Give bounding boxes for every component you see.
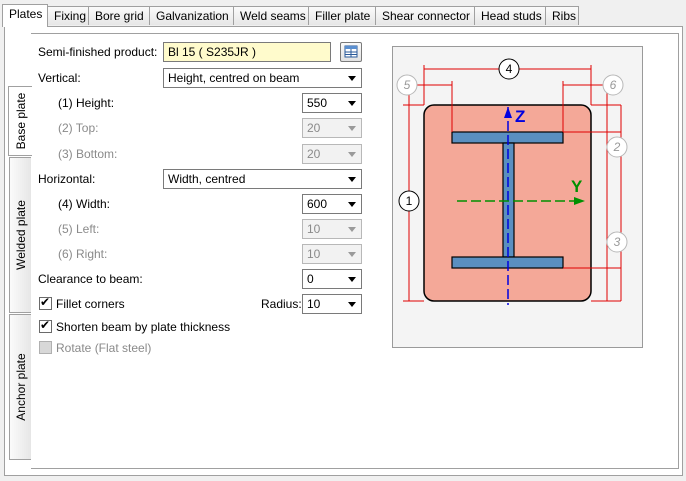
chevron-down-icon <box>348 202 356 207</box>
right-select[interactable]: 10 <box>302 244 362 264</box>
left-label: (5) Left: <box>58 222 100 236</box>
y-axis-label: Y <box>571 177 583 196</box>
table-icon <box>344 45 358 58</box>
bottom-value: 20 <box>307 147 321 161</box>
horizontal-label: Horizontal: <box>38 172 96 186</box>
tab-bar: Plates Fixing Bore grid Galvanization We… <box>0 4 686 27</box>
width-select[interactable]: 600 <box>302 194 362 214</box>
rotate-flat-steel-checkbox[interactable] <box>39 341 52 354</box>
chevron-down-icon <box>348 177 356 182</box>
tab-filler-plate[interactable]: Filler plate <box>308 6 376 25</box>
fillet-corners-checkbox[interactable]: ✔ <box>39 295 52 310</box>
chevron-down-icon <box>348 126 356 131</box>
vertical-select[interactable]: Height, centred on beam <box>163 68 362 88</box>
tab-shear-connector[interactable]: Shear connector <box>375 6 475 25</box>
vertical-label: Vertical: <box>38 71 81 85</box>
marker-2: 2 <box>613 140 621 154</box>
right-label: (6) Right: <box>58 247 108 261</box>
bottom-select[interactable]: 20 <box>302 144 362 164</box>
radius-value: 10 <box>307 297 321 311</box>
tab-ribs[interactable]: Ribs <box>545 6 579 25</box>
shorten-beam-checkbox[interactable]: ✔ <box>39 318 52 333</box>
checkmark-icon: ✔ <box>40 318 51 332</box>
clearance-label: Clearance to beam: <box>38 272 143 286</box>
side-tab-welded-plate[interactable]: Welded plate <box>9 157 31 313</box>
radius-label: Radius: <box>261 297 302 311</box>
side-tab-anchor-plate[interactable]: Anchor plate <box>9 314 31 460</box>
height-label: (1) Height: <box>58 96 115 110</box>
marker-1: 1 <box>406 194 413 208</box>
vertical-value: Height, centred on beam <box>168 71 300 85</box>
base-plate-diagram: Z Y 4 1 5 6 2 3 <box>396 58 628 305</box>
marker-5: 5 <box>404 78 411 92</box>
chevron-down-icon <box>348 252 356 257</box>
z-axis-arrow <box>504 107 512 118</box>
left-select[interactable]: 10 <box>302 219 362 239</box>
semi-finished-label: Semi-finished product: <box>38 45 158 59</box>
marker-4: 4 <box>506 62 513 76</box>
chevron-down-icon <box>348 302 356 307</box>
base-plate-preview: Z Y 4 1 5 6 2 3 <box>392 46 643 348</box>
height-select[interactable]: 550 <box>302 93 362 113</box>
tab-plates[interactable]: Plates <box>2 4 48 27</box>
horizontal-value: Width, centred <box>168 172 246 186</box>
width-value: 600 <box>307 197 328 211</box>
tab-fixing[interactable]: Fixing <box>47 6 89 25</box>
chevron-down-icon <box>348 277 356 282</box>
side-tab-label: Anchor plate <box>13 353 28 421</box>
marker-6: 6 <box>610 78 617 92</box>
width-label: (4) Width: <box>58 197 111 211</box>
tab-weld-seams[interactable]: Weld seams <box>233 6 309 25</box>
side-tab-base-plate[interactable]: Base plate <box>8 86 32 156</box>
y-axis-arrow <box>574 197 585 205</box>
chevron-down-icon <box>348 227 356 232</box>
bottom-label: (3) Bottom: <box>58 147 118 161</box>
rotate-flat-steel-label: Rotate (Flat steel) <box>56 341 152 355</box>
tab-head-studs[interactable]: Head studs <box>474 6 546 25</box>
top-value: 20 <box>307 121 321 135</box>
radius-select[interactable]: 10 <box>302 294 362 314</box>
z-axis-label: Z <box>515 107 525 126</box>
top-select[interactable]: 20 <box>302 118 362 138</box>
clearance-value: 0 <box>307 272 314 286</box>
semi-finished-field[interactable]: Bl 15 ( S235JR ) <box>163 42 331 62</box>
height-value: 550 <box>307 96 328 110</box>
chevron-down-icon <box>348 101 356 106</box>
product-catalog-button[interactable] <box>340 42 362 62</box>
chevron-down-icon <box>348 76 356 81</box>
clearance-select[interactable]: 0 <box>302 269 362 289</box>
marker-3: 3 <box>614 235 621 249</box>
chevron-down-icon <box>348 152 356 157</box>
top-label: (2) Top: <box>58 121 99 135</box>
side-tab-label: Base plate <box>13 92 28 150</box>
fillet-corners-label: Fillet corners <box>56 297 125 311</box>
tab-galvanization[interactable]: Galvanization <box>149 6 234 25</box>
left-value: 10 <box>307 222 321 236</box>
right-value: 10 <box>307 247 321 261</box>
shorten-beam-label: Shorten beam by plate thickness <box>56 320 231 334</box>
side-tab-label: Welded plate <box>13 200 28 270</box>
tab-bore-grid[interactable]: Bore grid <box>88 6 150 25</box>
horizontal-select[interactable]: Width, centred <box>163 169 362 189</box>
checkmark-icon: ✔ <box>40 295 51 309</box>
